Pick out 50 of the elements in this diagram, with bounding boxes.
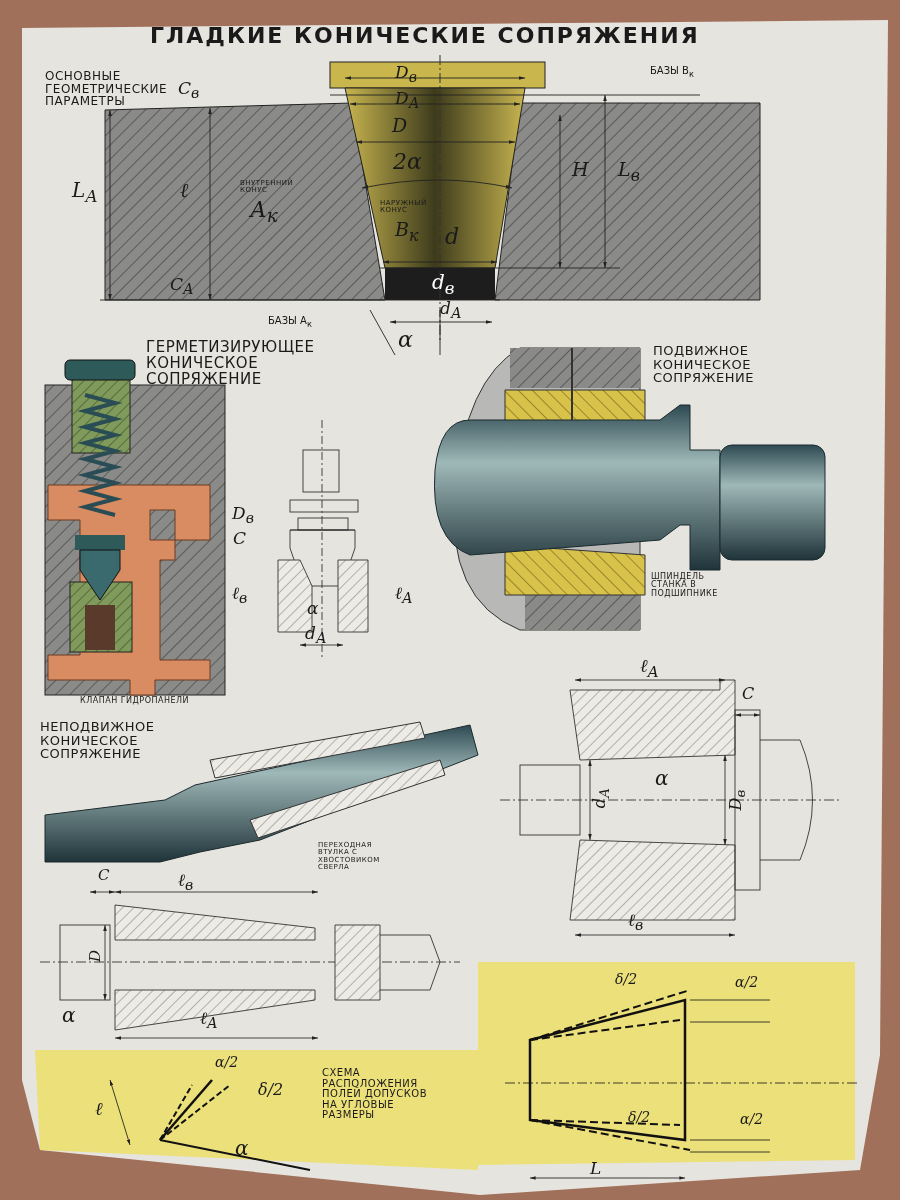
base-label: БАЗЫ А$_{к}$ <box>268 316 312 329</box>
dimension-symbol: C <box>233 530 246 548</box>
dimension-symbol: H <box>572 160 589 180</box>
section-heading: НЕПОДВИЖНОЕ КОНИЧЕСКОЕ СОПРЯЖЕНИЕ <box>40 720 156 761</box>
dimension-symbol: D$_{А}$ <box>395 90 420 112</box>
scheme-caption: СХЕМА РАСПОЛОЖЕНИЯ ПОЛЕЙ ДОПУСКОВ НА УГЛОВЫЕ РАЗМЕРЫ <box>322 1068 428 1121</box>
part-caption: ШПИНДЕЛЬ СТАНКА В ПОДШИПНИКЕ <box>651 573 719 599</box>
dimension-symbol: d$_{А}$ <box>440 300 462 322</box>
dimension-symbol: α <box>62 1005 76 1026</box>
dimension-symbol: ℓ <box>180 180 189 201</box>
dimension-symbol: L$_{в}$ <box>618 160 640 185</box>
dimension-symbol: ℓ$_{А}$ <box>200 1010 218 1032</box>
dimension-symbol: C$_{в}$ <box>178 80 200 102</box>
dimension-symbol: D <box>88 949 104 962</box>
dimension-symbol: C <box>742 686 755 703</box>
dimension-symbol: ℓ$_{в}$ <box>232 585 248 607</box>
dimension-symbol: D <box>392 116 408 136</box>
fraction-label: δ/2 <box>258 1082 284 1099</box>
dimension-symbol: ℓ$_{А}$ <box>640 657 659 681</box>
dimension-symbol: 2α <box>393 150 422 174</box>
dimension-symbol: L$_{А}$ <box>72 180 98 206</box>
dimension-symbol: ℓ$_{в}$ <box>628 912 644 934</box>
poster-title: ГЛАДКИЕ КОНИЧЕСКИЕ СОПРЯЖЕНИЯ <box>150 24 700 48</box>
section-heading: ПОДВИЖНОЕ КОНИЧЕСКОЕ СОПРЯЖЕНИЕ <box>653 344 755 385</box>
dimension-symbol: ℓ$_{А}$ <box>395 585 413 607</box>
dimension-symbol: C$_{А}$ <box>170 276 194 298</box>
fraction-label: δ/2 <box>615 972 638 987</box>
fraction-label: δ/2 <box>628 1110 651 1125</box>
section-heading: ОСНОВНЫЕ ГЕОМЕТРИЧЕСКИЕ ПАРАМЕТРЫ <box>45 70 169 108</box>
dimension-symbol: α <box>307 600 319 618</box>
dimension-symbol: ℓ <box>95 1100 103 1119</box>
dimension-symbol: D$_{в}$ <box>232 505 254 527</box>
dimension-symbol: C <box>98 868 110 884</box>
dimension-symbol: α <box>235 1138 249 1159</box>
dimension-symbol: ℓ$_{в}$ <box>178 872 194 894</box>
base-label: БАЗЫ В$_{к}$ <box>650 66 694 79</box>
dimension-symbol: В$_{к}$ <box>395 220 419 245</box>
dimension-symbol: d <box>445 225 460 249</box>
part-caption: КЛАПАН ГИДРОПАНЕЛИ <box>80 697 190 706</box>
fraction-label: α/2 <box>740 1112 764 1127</box>
dimension-symbol: α <box>398 328 413 352</box>
section-heading: ГЕРМЕТИЗИРУЮЩЕЕ КОНИЧЕСКОЕ СОПРЯЖЕНИЕ <box>146 340 316 388</box>
dimension-symbol: d$_{А}$ <box>305 625 327 647</box>
dimension-symbol: А$_{к}$ <box>250 198 278 226</box>
dimension-symbol: α <box>655 768 669 789</box>
dimension-symbol: D$_{в}$ <box>395 64 417 86</box>
fraction-label: α/2 <box>735 975 759 990</box>
dimension-symbol: d$_{в}$ <box>432 272 455 298</box>
fraction-label: α/2 <box>215 1055 239 1070</box>
dimension-symbol: L <box>590 1160 602 1178</box>
